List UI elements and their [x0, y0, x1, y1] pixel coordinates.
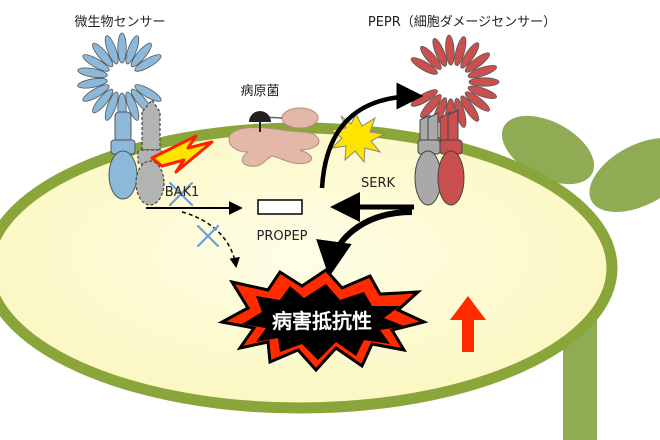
- microbe-sensor-repeat: [82, 84, 110, 102]
- pepr-repeat: [445, 34, 455, 66]
- arrow-to-pepr: [319, 82, 424, 189]
- microbe-sensor-repeat: [92, 88, 114, 114]
- microbe-sensor-repeat: [104, 91, 119, 121]
- pepr-repeat: [410, 57, 438, 75]
- propep-label: PROPEP: [257, 229, 308, 244]
- pepr-repeat: [454, 36, 467, 67]
- serk-label: SERK: [361, 176, 395, 191]
- microbe-sensor-repeat: [134, 54, 162, 72]
- microbe-sensor-stalk: [114, 111, 132, 143]
- block-cross-icon: [168, 181, 194, 207]
- lightning-spark-icon: [150, 134, 214, 174]
- pepr-repeat: [420, 94, 442, 119]
- microbe-sensor-repeat: [104, 35, 119, 65]
- pathogen-body: [228, 127, 320, 167]
- disease-resistance-label: 病害抵抗性: [272, 309, 372, 333]
- increase-up-arrow-icon: [450, 296, 486, 352]
- microbe-sensor-repeat: [134, 84, 162, 102]
- microbe-sensor-repeat: [125, 35, 140, 65]
- pepr-repeat: [432, 38, 448, 67]
- microbe-sensor-repeat: [92, 42, 114, 68]
- microbe-sensor-repeat: [77, 77, 108, 89]
- microbe-sensor-receptor: [77, 32, 165, 206]
- microbe-sensor-repeat: [77, 67, 108, 79]
- plant-leaf-right: [589, 138, 660, 212]
- pepr-repeat: [468, 77, 500, 87]
- microbe-sensor-repeat: [130, 42, 152, 68]
- peptide-burst-icon: [329, 112, 386, 164]
- microbe-sensor-repeat: [117, 32, 127, 64]
- plant-cell: [0, 122, 618, 414]
- pathogen-head: [249, 111, 271, 122]
- pepr-repeat: [420, 45, 442, 70]
- pepr-receptor: [410, 34, 500, 206]
- pathogen-spore: [281, 107, 319, 129]
- pepr-repeat: [464, 52, 490, 73]
- propep-gene-box: [257, 199, 303, 215]
- pepr-repeat: [467, 85, 497, 99]
- pepr-kinase: [437, 150, 465, 206]
- dashed-arrow-microbe-down: [181, 211, 240, 269]
- pepr-ectodomain: [410, 34, 500, 130]
- pepr-sensor-label: PEPR（細胞ダメージセンサー）: [368, 15, 556, 30]
- pathogen-label: 病原菌: [240, 84, 279, 99]
- pepr-repeat: [464, 91, 490, 112]
- pepr-repeat: [460, 42, 480, 69]
- microbe-sensor-repeat: [125, 91, 140, 121]
- arrow-pepr-to-resistance: [316, 209, 413, 278]
- microbe-sensor-kinase: [108, 150, 138, 200]
- microbe-sensor-repeat: [82, 54, 110, 72]
- bak1-label: BAK1: [165, 185, 200, 200]
- pepr-repeat: [460, 95, 480, 122]
- microbe-sensor-label: 微生物センサー: [74, 15, 165, 30]
- bak1-coreceptor: [135, 98, 165, 206]
- pathogen-icon: [228, 107, 320, 167]
- serk-coreceptor: [414, 112, 442, 206]
- pepr-repeat: [467, 65, 497, 79]
- block-cross-icon: [196, 224, 220, 248]
